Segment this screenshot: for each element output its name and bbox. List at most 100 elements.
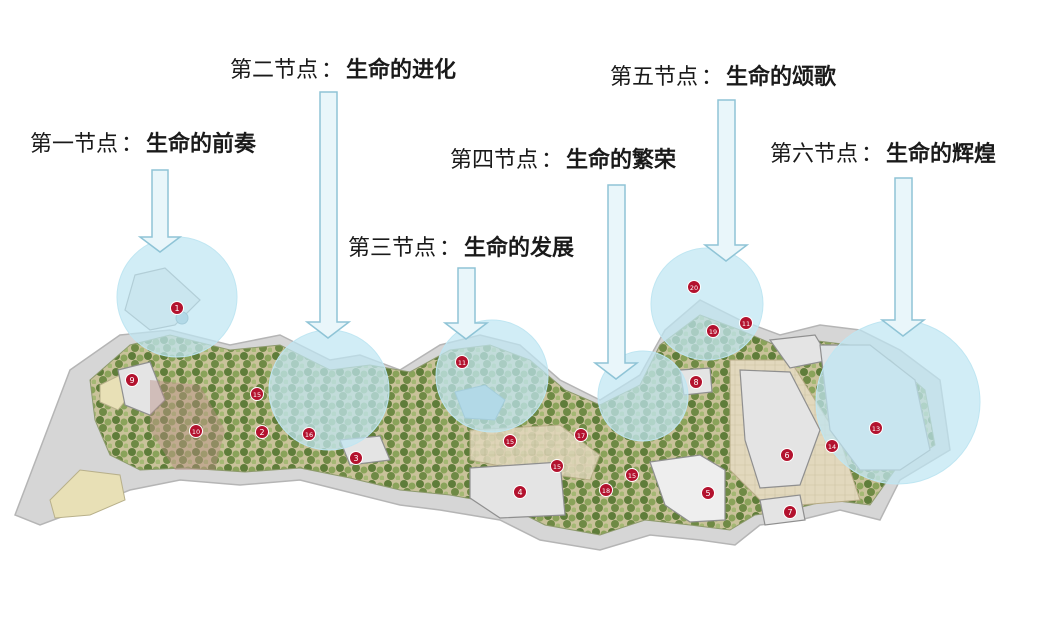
arrow-down-2 (304, 91, 352, 339)
label-separator: ： (121, 132, 144, 157)
label-separator: ： (321, 58, 344, 83)
map-marker: 15 (625, 468, 639, 482)
arrow-down-3 (442, 267, 490, 340)
map-marker-number: 20 (690, 284, 698, 292)
garden-bed (150, 380, 225, 470)
node-number-text: 第三节点 (348, 236, 437, 261)
node-number-text: 第一节点 (30, 132, 119, 157)
map-marker-dot (625, 468, 639, 482)
lawn-patch (49, 469, 126, 519)
node-label-2: 第二节点：生命的进化 (230, 60, 456, 82)
map-marker-number: 15 (553, 463, 561, 471)
node-label-3: 第三节点：生命的发展 (348, 238, 574, 260)
map-marker-number: 3 (353, 454, 358, 463)
map-marker: 15 (250, 387, 264, 401)
map-marker-dot (599, 483, 613, 497)
map-marker-dot (302, 427, 316, 441)
node-label-4: 第四节点：生命的繁荣 (450, 150, 676, 172)
map-marker-dot (349, 451, 363, 465)
map-marker-number: 15 (253, 391, 261, 399)
map-marker-dot (706, 324, 720, 338)
node-number-text: 第四节点 (450, 148, 539, 173)
map-marker: 15 (550, 459, 564, 473)
map-marker-dot (255, 425, 269, 439)
map-marker-dot (513, 485, 527, 499)
node-title-text: 生命的进化 (346, 58, 457, 83)
map-marker-dot (250, 387, 264, 401)
map-marker-number: 15 (628, 472, 636, 480)
map-marker: 15 (503, 434, 517, 448)
map-marker-dot (455, 355, 469, 369)
map-marker: 6 (780, 448, 794, 462)
map-marker-dot (503, 434, 517, 448)
node-title-text: 生命的前奏 (146, 132, 257, 157)
map-marker-dot (739, 316, 753, 330)
node-title-text: 生命的颂歌 (726, 65, 837, 90)
map-marker: 18 (599, 483, 613, 497)
map-marker-number: 15 (506, 438, 514, 446)
node-title-text: 生命的发展 (464, 236, 575, 261)
map-marker-number: 1 (174, 304, 179, 313)
arrow-down-1 (137, 169, 183, 253)
map-marker: 14 (825, 439, 839, 453)
map-marker: 11 (739, 316, 753, 330)
map-marker: 8 (689, 375, 703, 389)
map-marker-number: 8 (693, 378, 698, 387)
map-marker-number: 4 (517, 488, 522, 497)
arrow-down-4 (592, 184, 640, 380)
map-marker-number: 9 (129, 376, 134, 385)
map-marker-dot (869, 421, 883, 435)
map-marker-dot (170, 301, 184, 315)
arrow-down-6 (879, 177, 927, 337)
zone-circle-2 (268, 329, 390, 451)
map-marker-number: 11 (458, 359, 466, 367)
map-marker-dot (189, 424, 203, 438)
node-zones (116, 236, 981, 485)
map-marker-dot (550, 459, 564, 473)
node-label-5: 第五节点：生命的颂歌 (610, 67, 836, 89)
map-marker: 13 (869, 421, 883, 435)
map-marker-number: 7 (787, 508, 792, 517)
node-arrows (137, 91, 927, 380)
map-marker: 4 (513, 485, 527, 499)
map-marker-number: 14 (828, 443, 836, 451)
map-marker-number: 17 (577, 432, 585, 440)
node-number-text: 第二节点 (230, 58, 319, 83)
map-marker: 3 (349, 451, 363, 465)
map-markers: 1 2 3 4 5 6 7 8 9 10 11 11 13 14 15 15 15 15 16 17 18 19 20 (125, 280, 883, 519)
map-marker: 20 (687, 280, 701, 294)
map-marker-number: 16 (305, 431, 313, 439)
map-marker-dot (687, 280, 701, 294)
node-label-1: 第一节点：生命的前奏 (30, 134, 256, 156)
map-marker-number: 2 (259, 428, 264, 437)
label-separator: ： (541, 148, 564, 173)
map-marker-dot (825, 439, 839, 453)
map-marker: 2 (255, 425, 269, 439)
node-number-text: 第六节点 (770, 142, 859, 167)
map-marker-number: 5 (705, 489, 710, 498)
map-marker-number: 13 (872, 425, 880, 433)
map-marker: 7 (783, 505, 797, 519)
map-marker: 10 (189, 424, 203, 438)
map-marker: 17 (574, 428, 588, 442)
node-title-text: 生命的辉煌 (886, 142, 997, 167)
label-separator: ： (439, 236, 462, 261)
map-marker: 9 (125, 373, 139, 387)
node-title-text: 生命的繁荣 (566, 148, 677, 173)
label-separator: ： (861, 142, 884, 167)
zone-circle-5 (650, 247, 764, 361)
map-marker: 1 (170, 301, 184, 315)
zone-circle-6 (815, 319, 981, 485)
map-marker-dot (783, 505, 797, 519)
map-marker-number: 18 (602, 487, 610, 495)
node-number-text: 第五节点 (610, 65, 699, 90)
map-marker-number: 11 (742, 320, 750, 328)
map-marker-dot (125, 373, 139, 387)
map-marker-dot (780, 448, 794, 462)
zone-circle-3 (435, 319, 549, 433)
map-marker: 19 (706, 324, 720, 338)
map-marker-dot (574, 428, 588, 442)
arrow-down-5 (702, 99, 750, 262)
